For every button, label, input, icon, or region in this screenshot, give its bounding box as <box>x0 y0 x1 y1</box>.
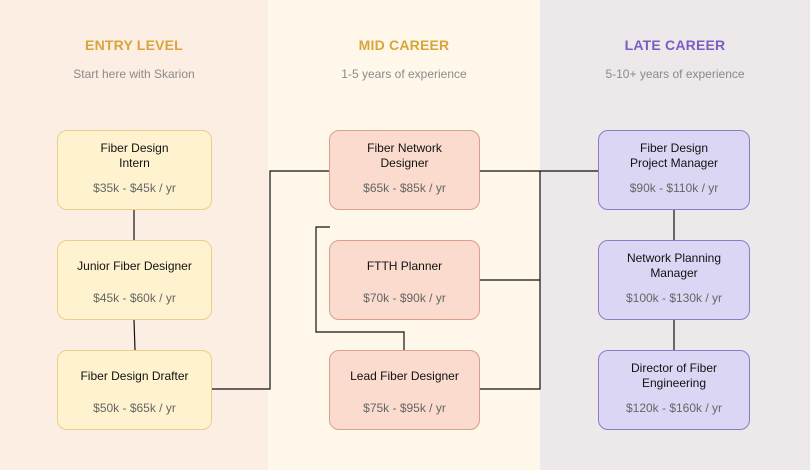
entry-level-title: ENTRY LEVEL <box>85 37 183 53</box>
node-name: Network Planning Manager <box>626 251 722 280</box>
node-salary: $35k - $45k / yr <box>93 181 176 195</box>
node-name: Fiber Network Designer <box>367 141 442 170</box>
node-salary: $100k - $130k / yr <box>625 291 723 305</box>
node-name: Director of Fiber Engineering <box>630 361 718 390</box>
node-fiber-design-intern: Fiber Design Intern $35k - $45k / yr <box>57 130 212 210</box>
connector-lead-late <box>480 171 541 390</box>
node-name: Lead Fiber Designer <box>350 369 459 383</box>
node-salary: $90k - $110k / yr <box>629 181 719 195</box>
node-fiber-network-designer: Fiber Network Designer $65k - $85k / yr <box>329 130 480 210</box>
entry-level-subtitle: Start here with Skarion <box>73 67 195 81</box>
mid-career-title: MID CAREER <box>358 37 450 53</box>
mid-career-subtitle: 1-5 years of experience <box>341 67 467 81</box>
node-name: Junior Fiber Designer <box>77 259 192 273</box>
node-salary: $50k - $65k / yr <box>93 401 176 415</box>
node-name: Fiber Design Project Manager <box>629 141 719 170</box>
node-salary: $120k - $160k / yr <box>625 401 723 415</box>
node-junior-fiber-designer: Junior Fiber Designer $45k - $60k / yr <box>57 240 212 320</box>
node-fiber-design-drafter: Fiber Design Drafter $50k - $65k / yr <box>57 350 212 430</box>
late-career-subtitle: 5-10+ years of experience <box>605 67 745 81</box>
connector-network-designer-lead <box>315 226 405 350</box>
node-director-of-fiber-engineering: Director of Fiber Engineering $120k - $1… <box>598 350 750 430</box>
node-name: Fiber Design Drafter <box>80 369 189 383</box>
node-fiber-design-project-manager: Fiber Design Project Manager $90k - $110… <box>598 130 750 210</box>
node-salary: $45k - $60k / yr <box>93 291 176 305</box>
node-name: FTTH Planner <box>366 259 443 273</box>
node-lead-fiber-designer: Lead Fiber Designer $75k - $95k / yr <box>329 350 480 430</box>
node-ftth-planner: FTTH Planner $70k - $90k / yr <box>329 240 480 320</box>
node-salary: $70k - $90k / yr <box>363 291 446 305</box>
node-salary: $75k - $95k / yr <box>363 401 446 415</box>
connector-junior-drafter <box>133 319 136 351</box>
node-salary: $65k - $85k / yr <box>363 181 446 195</box>
node-name: Fiber Design Intern <box>100 141 169 170</box>
late-career-title: LATE CAREER <box>624 37 726 53</box>
connector-drafter-network-designer <box>212 170 330 390</box>
node-network-planning-manager: Network Planning Manager $100k - $130k /… <box>598 240 750 320</box>
